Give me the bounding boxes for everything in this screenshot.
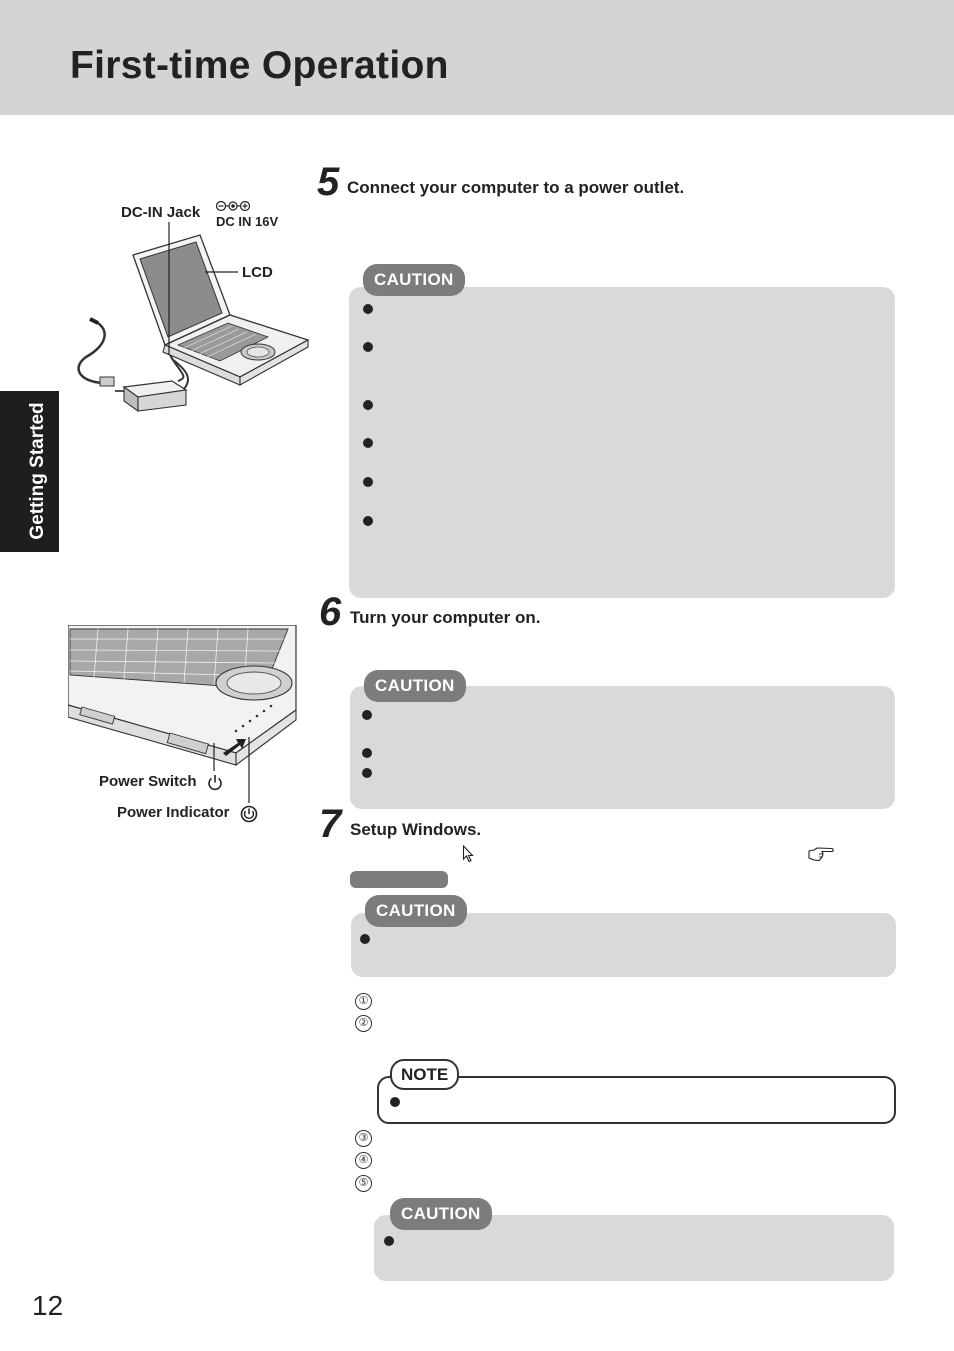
laptop-power-figure: DC-IN Jack DC IN 16V LCD: [60, 195, 320, 435]
step-6-number: 6: [319, 590, 342, 634]
bullet: [360, 934, 370, 944]
page-title: First-time Operation: [70, 44, 449, 87]
bullet: [362, 768, 372, 778]
power-switch-label: Power Switch: [99, 773, 197, 790]
caution-box-1: [349, 287, 895, 598]
pointing-hand-icon: [808, 846, 834, 867]
bullet: [362, 748, 372, 758]
side-section-tab: Getting Started: [0, 391, 59, 552]
lcd-label: LCD: [242, 264, 273, 281]
bullet: [363, 516, 373, 526]
mouse-pointer-icon: [462, 844, 474, 868]
sub-step-3-number: ③: [355, 1130, 372, 1147]
bullet: [363, 400, 373, 410]
sub-step-4-number: ④: [355, 1152, 372, 1169]
note-tab: NOTE: [390, 1059, 460, 1090]
caution-tab-2: CAUTION: [364, 670, 466, 702]
power-indicator-label: Power Indicator: [117, 804, 230, 821]
bullet: [362, 710, 372, 720]
step-7-text: Setup Windows.: [350, 820, 482, 839]
caution-tab-3: CAUTION: [365, 895, 467, 927]
header-band: [0, 0, 954, 115]
dc-in-jack-label: DC-IN Jack: [121, 204, 201, 221]
power-switch-figure: Power Switch Power Indicator: [67, 624, 308, 830]
bullet: [384, 1236, 394, 1246]
power-icon: [207, 774, 223, 796]
side-tab-label: Getting Started: [27, 402, 48, 540]
caution-tab-4: CAUTION: [390, 1198, 492, 1230]
laptop-adaptor-illustration: [77, 222, 310, 413]
dc-polarity-icon: [214, 199, 252, 218]
step-7-number: 7: [319, 802, 342, 846]
bullet: [363, 304, 373, 314]
power-indicator-icon: [240, 805, 258, 828]
step-5-number: 5: [317, 160, 340, 204]
step-6-text: Turn your computer on.: [350, 608, 541, 627]
bullet: [363, 438, 373, 448]
sub-step-5-number: ⑤: [355, 1175, 372, 1192]
page-number: 12: [32, 1290, 64, 1321]
caution-tab-1: CAUTION: [363, 264, 465, 296]
bullet: [363, 477, 373, 487]
dc-in-rating-label: DC IN 16V: [216, 214, 279, 229]
bullet: [390, 1097, 400, 1107]
sub-step-2-number: ②: [355, 1015, 372, 1032]
bullet: [363, 342, 373, 352]
note-box: [377, 1076, 896, 1124]
keyboard-closeup-illustration: [67, 624, 297, 803]
sub-step-1-number: ①: [355, 993, 372, 1010]
step-5-text: Connect your computer to a power outlet.: [347, 178, 685, 197]
caution-box-2: [350, 686, 895, 809]
redacted-bar: [350, 871, 448, 888]
